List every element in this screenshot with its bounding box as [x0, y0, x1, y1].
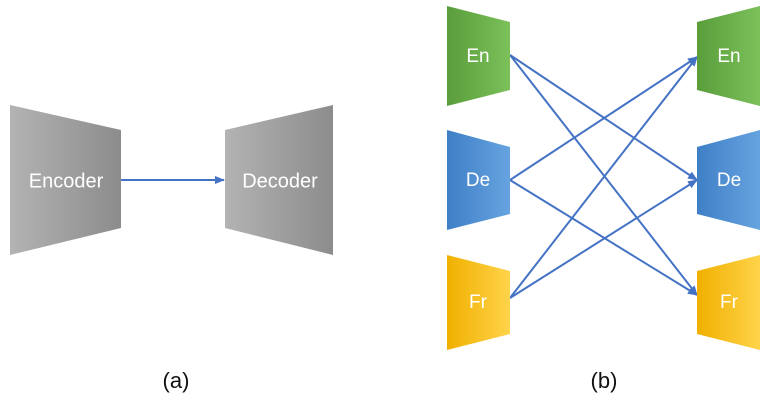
decoder-shape: [225, 105, 333, 255]
arrow-en-to-fr: [509, 54, 698, 296]
translation-arrows: [509, 54, 698, 299]
arrow-fr-to-de: [509, 179, 698, 299]
decoder-label: Decoder: [242, 170, 318, 192]
encoder-en-shape: [447, 6, 510, 106]
encoder-en-label: En: [466, 46, 489, 67]
encoder-shape: [10, 105, 121, 255]
decoder-fr-label: Fr: [720, 292, 739, 313]
caption-b: (b): [591, 368, 618, 393]
decoder-en-shape: [697, 6, 760, 106]
panel-b: En De Fr En De Fr (b): [447, 6, 760, 393]
decoder-de-label: De: [717, 170, 741, 191]
decoder-en-label: En: [717, 46, 740, 67]
decoder-fr-shape: [697, 255, 760, 350]
encoder-fr-shape: [447, 255, 510, 350]
encoder-de-label: De: [466, 170, 490, 191]
arrow-de-to-fr: [509, 179, 698, 296]
panel-a: Encoder Decoder (a): [10, 105, 333, 393]
arrow-de-to-en: [509, 56, 698, 181]
decoder-de-shape: [697, 130, 760, 230]
encoder-fr-label: Fr: [469, 292, 488, 313]
arrow-fr-to-en: [509, 56, 698, 299]
encoder-label: Encoder: [29, 170, 104, 192]
encoder-de-shape: [447, 130, 510, 230]
caption-a: (a): [163, 368, 190, 393]
